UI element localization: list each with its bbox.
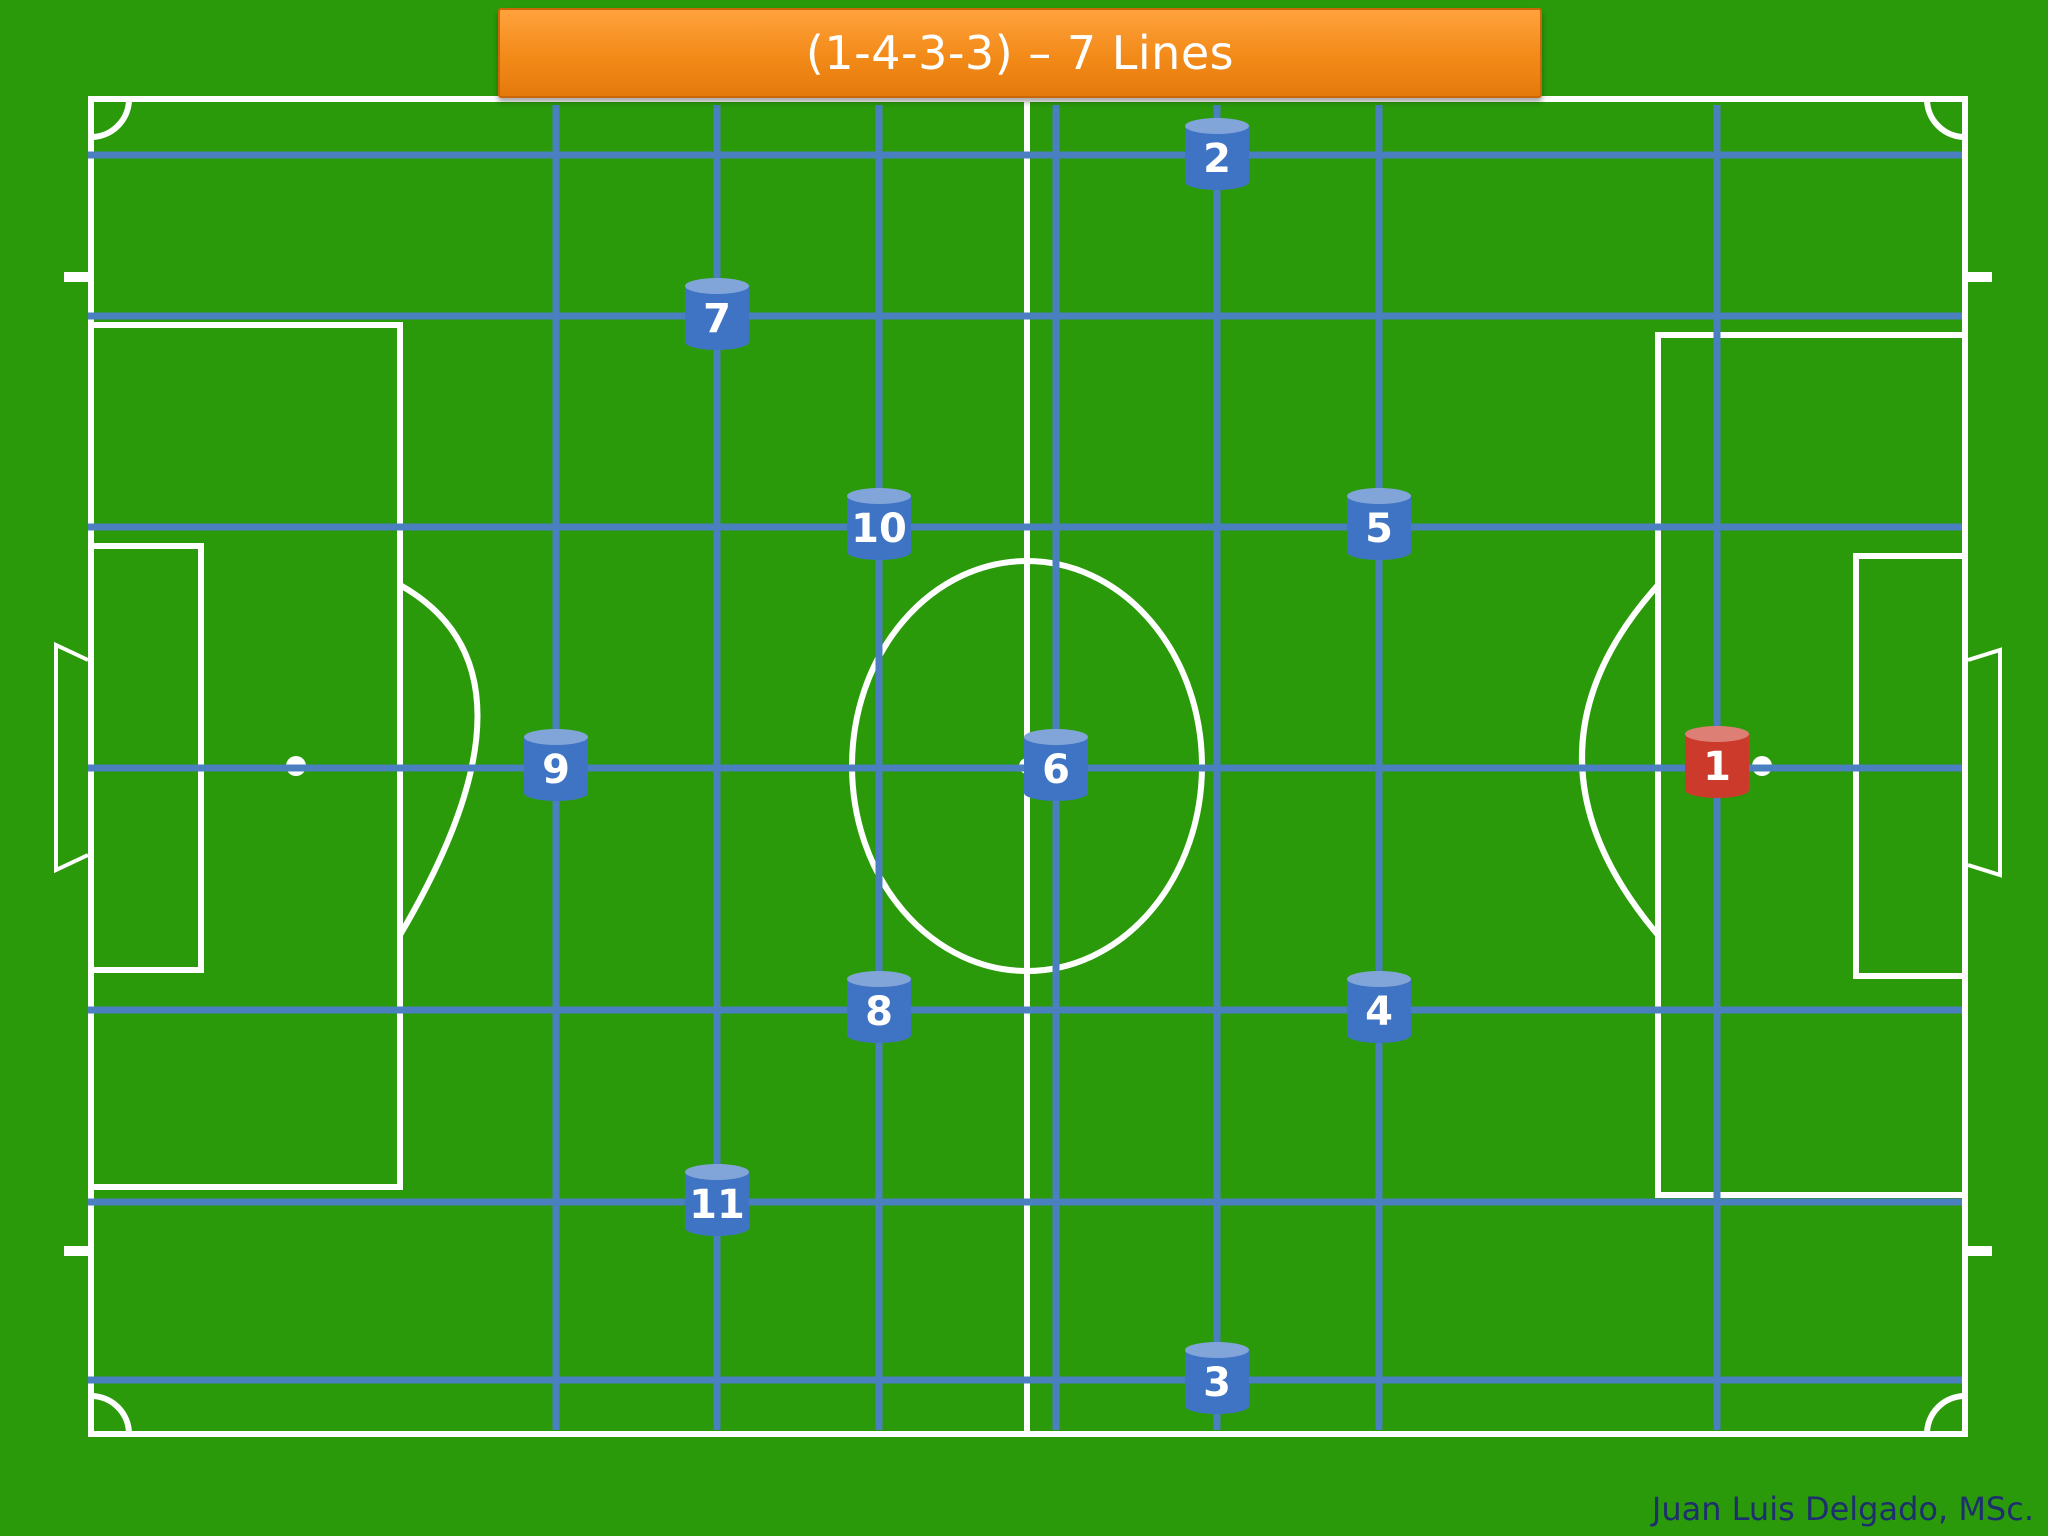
- player-4-marker: 4: [1347, 971, 1411, 1043]
- player-5-body: [1347, 496, 1411, 560]
- player-1-body: [1685, 734, 1749, 798]
- title-banner: (1-4-3-3) – 7 Lines: [498, 8, 1542, 98]
- right-penalty-arc: [1579, 583, 1661, 937]
- corner-arc-bottom-right: [1924, 1393, 1966, 1435]
- player-3-marker: 3: [1185, 1342, 1249, 1414]
- player-6-body: [1024, 737, 1088, 801]
- player-4-number: 4: [1365, 989, 1393, 1035]
- player-4-top: [1347, 971, 1411, 987]
- player-3-body: [1185, 1350, 1249, 1414]
- player-6-number: 6: [1042, 747, 1070, 793]
- title-text: (1-4-3-3) – 7 Lines: [805, 26, 1235, 80]
- player-2-body: [1185, 126, 1249, 190]
- player-1-top: [1685, 726, 1749, 742]
- player-1-marker: 1: [1685, 726, 1749, 798]
- player-6-marker: 6: [1024, 729, 1088, 801]
- player-8-top: [847, 971, 911, 987]
- player-10-body: [847, 496, 911, 560]
- player-11-number: 11: [689, 1182, 745, 1228]
- player-10-number: 10: [851, 506, 907, 552]
- player-5-top: [1347, 488, 1411, 504]
- player-10-marker: 10: [847, 488, 911, 560]
- player-9-number: 9: [542, 747, 570, 793]
- player-7-body: [685, 286, 749, 350]
- player-2-marker: 2: [1185, 118, 1249, 190]
- player-1-number: 1: [1703, 744, 1731, 790]
- corner-arc-top-left: [90, 98, 132, 140]
- left-penalty-arc: [397, 582, 481, 937]
- player-4-body: [1347, 979, 1411, 1043]
- player-7-top: [685, 278, 749, 294]
- player-7-marker: 7: [685, 278, 749, 350]
- author-credit: Juan Luis Delgado, MSc.: [1651, 1490, 2034, 1528]
- player-11-top: [685, 1164, 749, 1180]
- player-2-number: 2: [1203, 136, 1231, 182]
- left-goal: [54, 641, 89, 874]
- left-goal-area: [88, 543, 204, 973]
- corner-arc-top-right: [1924, 98, 1966, 140]
- player-5-number: 5: [1365, 506, 1393, 552]
- player-9-top: [524, 729, 588, 745]
- player-6-top: [1024, 729, 1088, 745]
- right-goal: [1967, 647, 2002, 878]
- player-8-marker: 8: [847, 971, 911, 1043]
- player-5-marker: 5: [1347, 488, 1411, 560]
- player-2-top: [1185, 118, 1249, 134]
- pitch-markings: [54, 96, 2002, 1437]
- player-3-number: 3: [1203, 1360, 1231, 1406]
- player-3-top: [1185, 1342, 1249, 1358]
- corner-arc-bottom-left: [90, 1393, 132, 1435]
- player-7-number: 7: [703, 296, 731, 342]
- player-9-body: [524, 737, 588, 801]
- player-8-number: 8: [865, 989, 893, 1035]
- player-10-top: [847, 488, 911, 504]
- left-penalty-area: [88, 322, 403, 1190]
- players-layer: 1 2 3 4 5 6 7 8 9 10 11: [524, 118, 1749, 1414]
- player-8-body: [847, 979, 911, 1043]
- player-11-marker: 11: [685, 1164, 749, 1236]
- player-9-marker: 9: [524, 729, 588, 801]
- player-11-body: [685, 1172, 749, 1236]
